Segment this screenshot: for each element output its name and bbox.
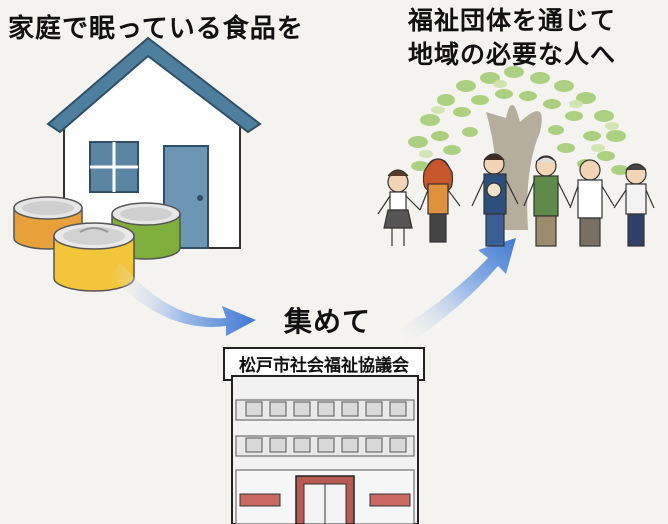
people-holding-hands-icon [377, 153, 655, 247]
food-cans-icon [13, 196, 181, 292]
house-icon [46, 36, 262, 249]
council-sign: 松戸市社会福祉協議会 [239, 355, 409, 376]
arrow-to-community-icon [398, 238, 516, 344]
welfare-caption-line2: 地域の必要な人へ [408, 40, 617, 69]
arrow-to-council-icon [110, 262, 256, 336]
collect-caption: 集めて [284, 305, 372, 338]
can-orange [13, 196, 83, 250]
welfare-caption-line1: 福祉団体を通じて [408, 6, 617, 35]
welfare-caption: 福祉団体を通じて 地域の必要な人へ [408, 4, 616, 72]
home-caption: 家庭で眠っている食品を [8, 14, 304, 44]
welfare-building-icon [223, 347, 425, 524]
